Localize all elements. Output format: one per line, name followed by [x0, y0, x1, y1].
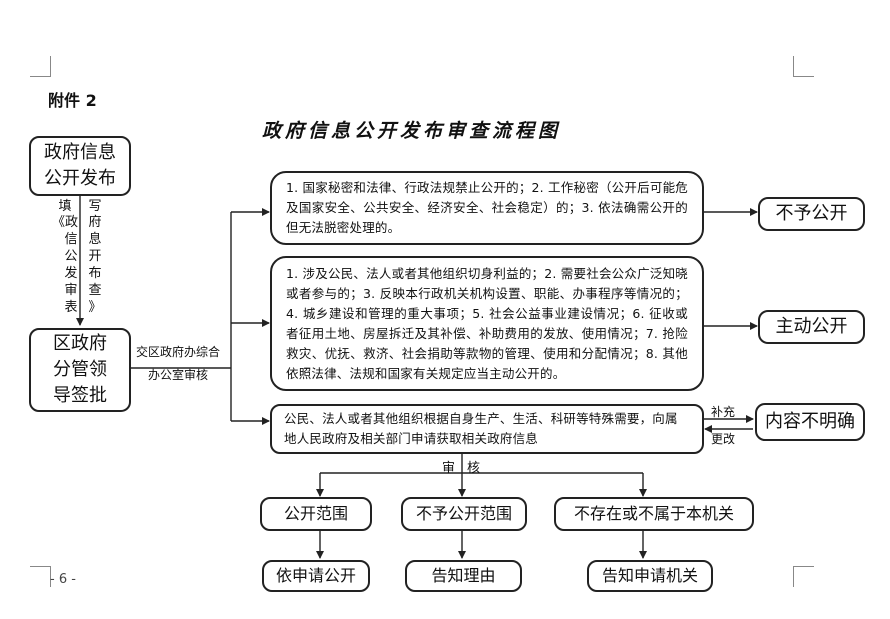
category-disclosure-scope-text: 公开范围 — [283, 504, 348, 523]
action-notify-reason-text: 告知理由 — [431, 566, 496, 585]
branch-box-application: 公民、法人或者其他组织根据自身生产、生活、科研等特殊需要，向属地人民政府及相关部… — [270, 404, 704, 454]
left-note-char-3: 公 — [64, 249, 78, 264]
crop-mark-top-right — [793, 56, 814, 77]
result-unclear-text: 内容不明确 — [765, 411, 855, 432]
crop-mark-bottom-left — [30, 566, 51, 587]
right-note-char-4: 布 — [88, 266, 102, 281]
review-label-left: 审 — [442, 461, 456, 476]
action-notify-agency-text: 告知申请机关 — [601, 566, 698, 585]
branch-box-prohibited-text: 1. 国家秘密和法律、行政法规禁止公开的；2. 工作秘密（公开后可能危及国家安全… — [286, 180, 688, 235]
action-box-notify-agency: 告知申请机关 — [587, 560, 713, 592]
category-box-non-disclosure-scope: 不予公开范围 — [401, 497, 527, 531]
side-label-supplement: 补充 — [711, 405, 736, 419]
action-disclose-on-request-text: 依申请公开 — [275, 566, 356, 585]
arrow-label-line2: 办公室审核 — [148, 368, 209, 382]
right-note-char-5: 查 — [88, 283, 102, 298]
branch-box-proactive: 1. 涉及公民、法人或者其他组织切身利益的；2. 需要社会公众广泛知晓或者参与的… — [270, 256, 704, 391]
left-note-char-6: 表 — [64, 300, 78, 315]
result-box-not-disclosed: 不予公开 — [758, 197, 865, 231]
crop-mark-bottom-right — [793, 566, 814, 587]
page-number: - 6 - — [50, 572, 76, 587]
approval-box-text: 区政府分管领导签批 — [53, 333, 107, 406]
result-proactive-text: 主动公开 — [775, 316, 848, 337]
category-box-not-exist: 不存在或不属于本机关 — [554, 497, 754, 531]
result-box-unclear: 内容不明确 — [755, 403, 865, 441]
right-note-char-1: 府 — [88, 215, 102, 230]
review-label-right: 核 — [467, 461, 481, 476]
approval-box: 区政府分管领导签批 — [29, 328, 131, 412]
action-box-disclose-on-request: 依申请公开 — [262, 560, 370, 592]
left-note-char-0: 填 — [58, 199, 72, 214]
attachment-label: 附件 2 — [48, 91, 97, 110]
left-note-char-2: 信 — [64, 232, 78, 247]
category-not-exist-text: 不存在或不属于本机关 — [573, 504, 734, 523]
left-note-char-5: 审 — [64, 283, 78, 298]
branch-box-prohibited: 1. 国家秘密和法律、行政法规禁止公开的；2. 工作秘密（公开后可能危及国家安全… — [270, 171, 704, 245]
side-label-modify: 更改 — [711, 432, 736, 446]
left-note-char-4: 发 — [64, 266, 78, 281]
result-box-proactive-disclosure: 主动公开 — [758, 310, 865, 344]
right-note-char-3: 开 — [88, 249, 102, 264]
diagram-title: 政府信息公开发布审查流程图 — [262, 120, 562, 142]
branch-box-proactive-text: 1. 涉及公民、法人或者其他组织切身利益的；2. 需要社会公众广泛知晓或者参与的… — [286, 265, 688, 381]
right-note-char-0: 写 — [88, 199, 102, 214]
result-not-disclosed-text: 不予公开 — [775, 203, 848, 224]
category-non-disclosure-scope-text: 不予公开范围 — [415, 504, 512, 523]
start-box-info-release: 政府信息公开发布 — [29, 136, 131, 196]
action-box-notify-reason: 告知理由 — [405, 560, 522, 592]
branch-box-application-text: 公民、法人或者其他组织根据自身生产、生活、科研等特殊需要，向属地人民政府及相关部… — [284, 411, 678, 446]
crop-mark-top-left — [30, 56, 51, 77]
right-note-char-6: 》 — [88, 300, 102, 315]
left-note-char-1: 《政 — [52, 215, 79, 230]
start-box-text: 政府信息公开发布 — [44, 142, 116, 189]
category-box-disclosure-scope: 公开范围 — [260, 497, 372, 531]
right-note-char-2: 息 — [88, 232, 102, 247]
arrow-label-line1: 交区政府办综合 — [136, 345, 221, 359]
